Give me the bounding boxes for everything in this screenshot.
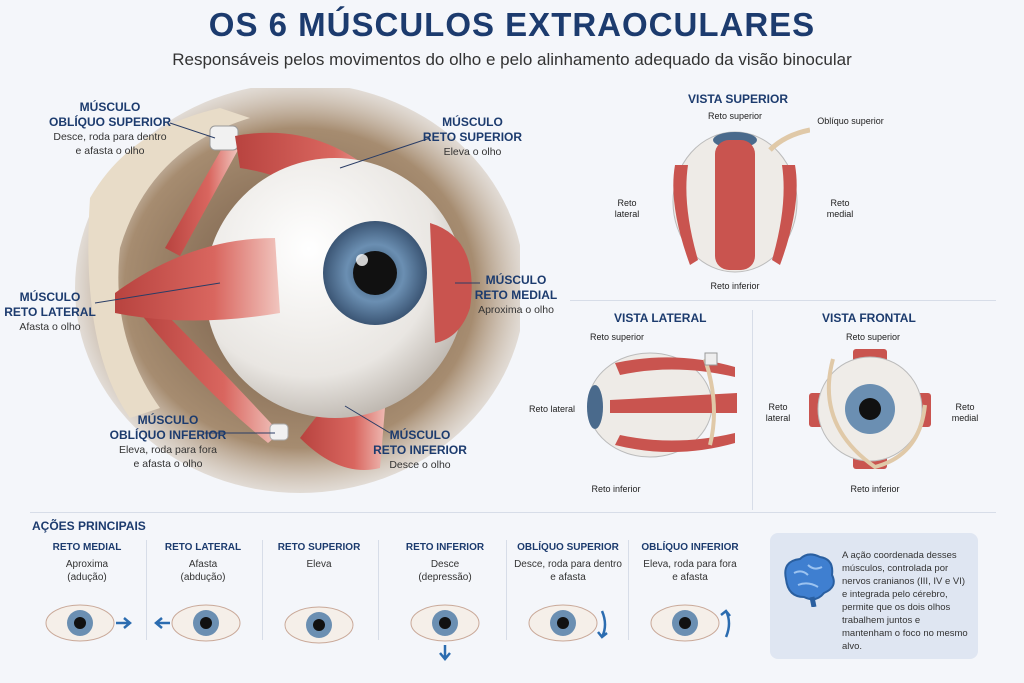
action-reto-inferior: RETO INFERIOR Desce(depressão) <box>388 542 502 661</box>
vl-reto-lateral: Reto lateral <box>528 404 576 414</box>
vista-frontal-title: VISTA FRONTAL <box>822 311 916 325</box>
action-separator <box>262 540 263 640</box>
vista-frontal-diagram <box>809 349 931 470</box>
vista-lateral-title: VISTA LATERAL <box>614 311 707 325</box>
orbit-bone <box>88 108 250 418</box>
muscle-obliquo-inferior <box>140 298 280 443</box>
obliquo-inferior-attachment <box>269 423 289 441</box>
views-divider <box>570 300 996 301</box>
eye-icon-roda-fora <box>650 604 731 642</box>
vista-lateral-diagram <box>587 352 737 458</box>
vs-reto-inferior: Reto inferior <box>710 281 760 291</box>
muscle-reto-lateral <box>115 238 280 321</box>
muscle-reto-medial <box>430 223 472 343</box>
actions-divider <box>30 512 996 513</box>
muscle-obliquo-superior <box>165 143 238 256</box>
eye-icon-roda-dentro <box>528 604 608 642</box>
note-box: A ação coordenada desses músculos, contr… <box>770 533 978 659</box>
brain-icon <box>784 553 835 607</box>
action-obliquo-superior: OBLÍQUO SUPERIOR Desce, roda para dentro… <box>508 542 628 642</box>
label-reto-superior: MÚSCULO RETO SUPERIOR Eleva o olho <box>422 115 523 158</box>
views-vertical-divider <box>752 310 753 510</box>
vs-obliquo-superior: Oblíquo superior <box>817 116 884 126</box>
vl-reto-superior: Reto superior <box>589 332 645 342</box>
vista-superior-title: VISTA SUPERIOR <box>688 92 789 106</box>
vf-reto-superior: Reto superior <box>845 332 901 342</box>
action-separator <box>628 540 629 640</box>
eye-icon-aproxima <box>45 604 132 642</box>
eye-icon-desce <box>410 604 480 661</box>
leader-lines <box>94 122 480 434</box>
eye-icon-afasta <box>154 604 241 642</box>
label-reto-medial: MÚSCULO RETO MEDIAL Aproxima o olho <box>474 273 558 316</box>
label-obliquo-superior: MÚSCULO OBLÍQUO SUPERIOR Desce, roda par… <box>48 100 171 157</box>
vf-reto-inferior: Reto inferior <box>850 484 900 494</box>
action-separator <box>378 540 379 640</box>
label-reto-lateral: MÚSCULO RETO LATERAL Afasta o olho <box>4 290 96 333</box>
label-obliquo-inferior: MÚSCULO OBLÍQUO INFERIOR Eleva, roda par… <box>109 413 227 470</box>
pupil-highlight <box>356 254 368 266</box>
vs-reto-superior: Reto superior <box>707 111 763 121</box>
note-text: A ação coordenada desses músculos, contr… <box>842 550 968 652</box>
actions-title: AÇÕES PRINCIPAIS <box>32 519 146 533</box>
action-reto-lateral: RETO LATERAL Afasta(abdução) <box>146 542 260 642</box>
action-separator <box>506 540 507 640</box>
vista-superior-diagram <box>672 127 810 273</box>
main-eye-illustration <box>75 88 520 493</box>
label-reto-inferior: MÚSCULO RETO INFERIOR Desce o olho <box>373 428 467 471</box>
page-subtitle: Responsáveis pelos movimentos do olho e … <box>172 50 852 69</box>
action-separator <box>146 540 147 640</box>
eye-icon-eleva <box>284 606 354 644</box>
page-title: OS 6 MÚSCULOS EXTRAOCULARES <box>208 6 816 43</box>
action-reto-superior: RETO SUPERIOR Eleva <box>262 542 376 644</box>
action-reto-medial: RETO MEDIAL Aproxima(adução) <box>30 542 144 642</box>
vl-reto-inferior: Reto inferior <box>591 484 641 494</box>
